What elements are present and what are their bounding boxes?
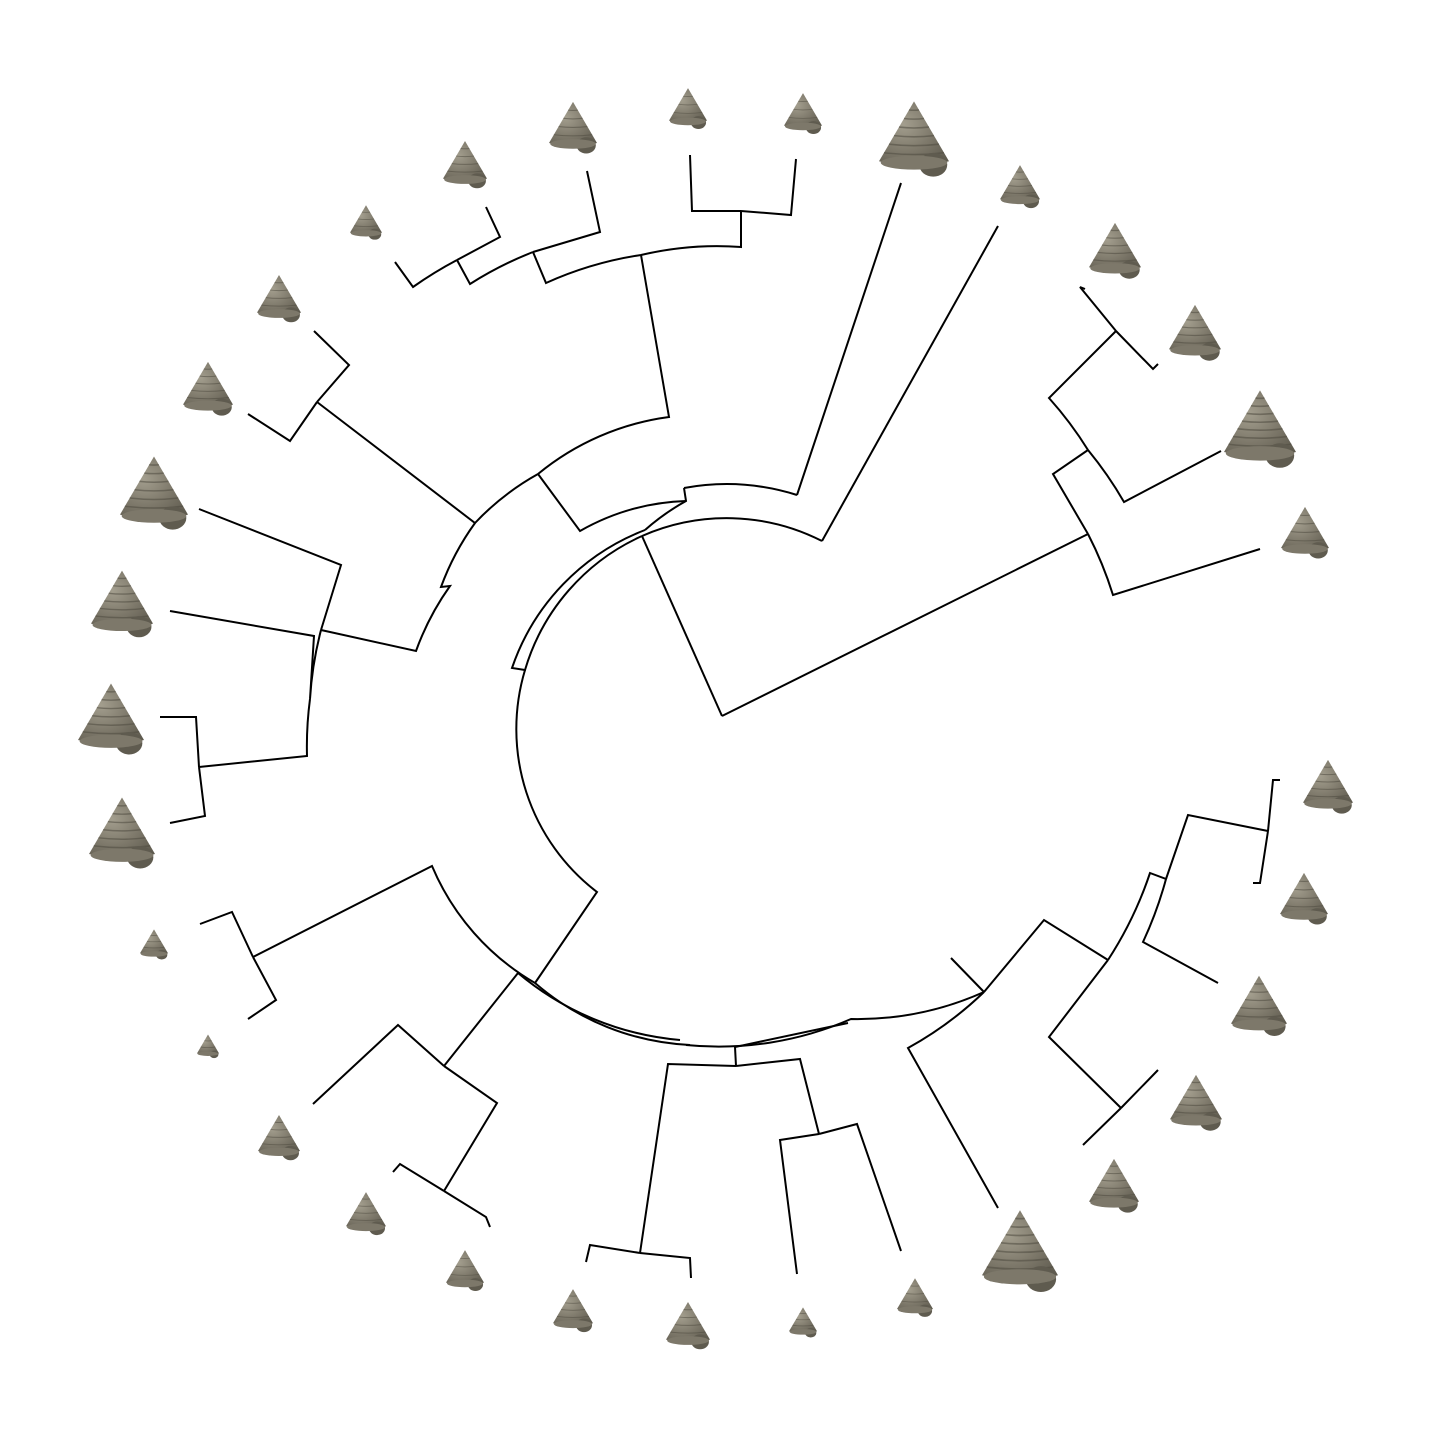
cone-snail-shell-icon: [549, 101, 597, 154]
tree-branch: [1047, 959, 1122, 1109]
cone-snail-shell-icon: [666, 1302, 710, 1350]
cone-snail-shell-icon: [784, 93, 822, 134]
tree-branch: [1165, 813, 1269, 880]
cone-snail-shell-icon: [258, 1115, 300, 1161]
cone-snail-shell-icon: [1280, 872, 1328, 925]
tree-branch: [721, 533, 1089, 717]
tree-branch: [169, 610, 322, 700]
tree-branch: [199, 910, 254, 958]
cone-snail-shell-icon: [78, 683, 144, 755]
tree-branch: [1051, 449, 1089, 535]
cone-snail-shell-icon: [1303, 759, 1353, 814]
tree-branch: [641, 535, 723, 717]
tree-branch: [1115, 330, 1159, 371]
cone-snail-shell-icon: [897, 1278, 933, 1317]
tree-branch: [1107, 871, 1219, 984]
cone-snail-shell-icon: [879, 101, 949, 177]
cone-snail-shell-icon: [446, 1250, 484, 1291]
tree-branch: [198, 508, 343, 631]
tree-branch: [1047, 330, 1117, 451]
tree-branch: [640, 211, 742, 256]
tree-branch: [1253, 830, 1269, 884]
tree-branch: [532, 251, 642, 285]
tree-branch: [950, 957, 985, 993]
cone-snail-shell-icon: [257, 275, 301, 323]
tree-branch: [639, 1062, 737, 1254]
cone-snail-shell-icon: [669, 88, 707, 129]
tree-branch: [510, 529, 646, 672]
tree-branch: [443, 972, 519, 1067]
cone-snail-shell-icon: [1231, 975, 1287, 1036]
tree-branch: [456, 251, 534, 286]
cone-snail-shell-icon: [120, 456, 188, 530]
cone-snail-shell-icon: [183, 361, 233, 416]
tree-branch: [740, 158, 797, 217]
cone-snail-shell-icon: [789, 1307, 817, 1338]
cone-snail-shell-icon: [1089, 222, 1141, 279]
tree-branch: [252, 864, 536, 984]
tree-branch: [1087, 533, 1261, 597]
cone-snail-shell-icon: [1224, 390, 1296, 468]
tree-branch: [821, 225, 999, 542]
tree-branch: [639, 1252, 692, 1279]
tree-branch: [1082, 1107, 1122, 1146]
tree-branch: [394, 259, 458, 289]
cone-snail-shell-icon: [89, 797, 155, 869]
cone-snail-shell-icon: [197, 1034, 219, 1059]
tree-branch: [778, 1133, 820, 1275]
cone-snail-shell-icon: [140, 929, 168, 960]
tree-branch: [1267, 779, 1280, 832]
tree-branch: [247, 401, 318, 443]
cone-snail-shell-icon: [1281, 506, 1329, 559]
tree-branch: [735, 1057, 820, 1135]
tree-branch: [796, 182, 902, 496]
tree-branch: [818, 1122, 902, 1252]
cone-snail-shell-icon: [1170, 1074, 1222, 1131]
cone-snail-shell-icon: [1169, 304, 1221, 361]
tree-branch: [685, 991, 985, 1048]
tree-branch: [537, 473, 687, 533]
tree-branch: [198, 698, 311, 768]
tree-branch: [160, 716, 200, 768]
tree-branch: [641, 517, 823, 542]
tree-branch: [443, 1190, 491, 1228]
tree-branch: [320, 522, 476, 653]
tree-branch: [169, 766, 207, 824]
tree-branch: [392, 1162, 445, 1192]
cone-snail-shell-icon: [1089, 1158, 1139, 1213]
tree-branch: [537, 254, 671, 475]
tree-branch: [585, 1243, 641, 1263]
tree-branch: [1120, 1069, 1159, 1109]
tree-branch: [689, 154, 741, 212]
cone-snail-shell-icon: [443, 141, 487, 189]
cone-snail-shell-icon: [350, 205, 382, 240]
tree-branch: [247, 956, 278, 1020]
tree-branch: [532, 170, 602, 253]
cone-snail-shell-icon: [346, 1192, 386, 1236]
tree-branch: [443, 1065, 499, 1192]
tree-branch: [683, 483, 798, 496]
cone-snail-shell-icon: [982, 1210, 1058, 1292]
tree-branch: [456, 206, 502, 261]
tree-branch: [313, 330, 351, 403]
tree-branch: [534, 982, 691, 1046]
tree-branch: [983, 918, 1109, 993]
tree-branch: [1087, 449, 1222, 504]
tree-branch: [517, 972, 681, 1041]
tree-branch: [312, 1023, 445, 1105]
tree-branches: [160, 154, 1280, 1279]
tree-tips: [78, 88, 1353, 1350]
tree-branch: [906, 991, 999, 1209]
cone-snail-shell-icon: [553, 1289, 593, 1333]
cone-snail-shell-icon: [91, 570, 153, 638]
tree-branch: [515, 669, 599, 984]
cone-snail-shell-icon: [1000, 165, 1040, 209]
tree-branch: [316, 401, 539, 525]
tree-branch: [1079, 286, 1117, 332]
